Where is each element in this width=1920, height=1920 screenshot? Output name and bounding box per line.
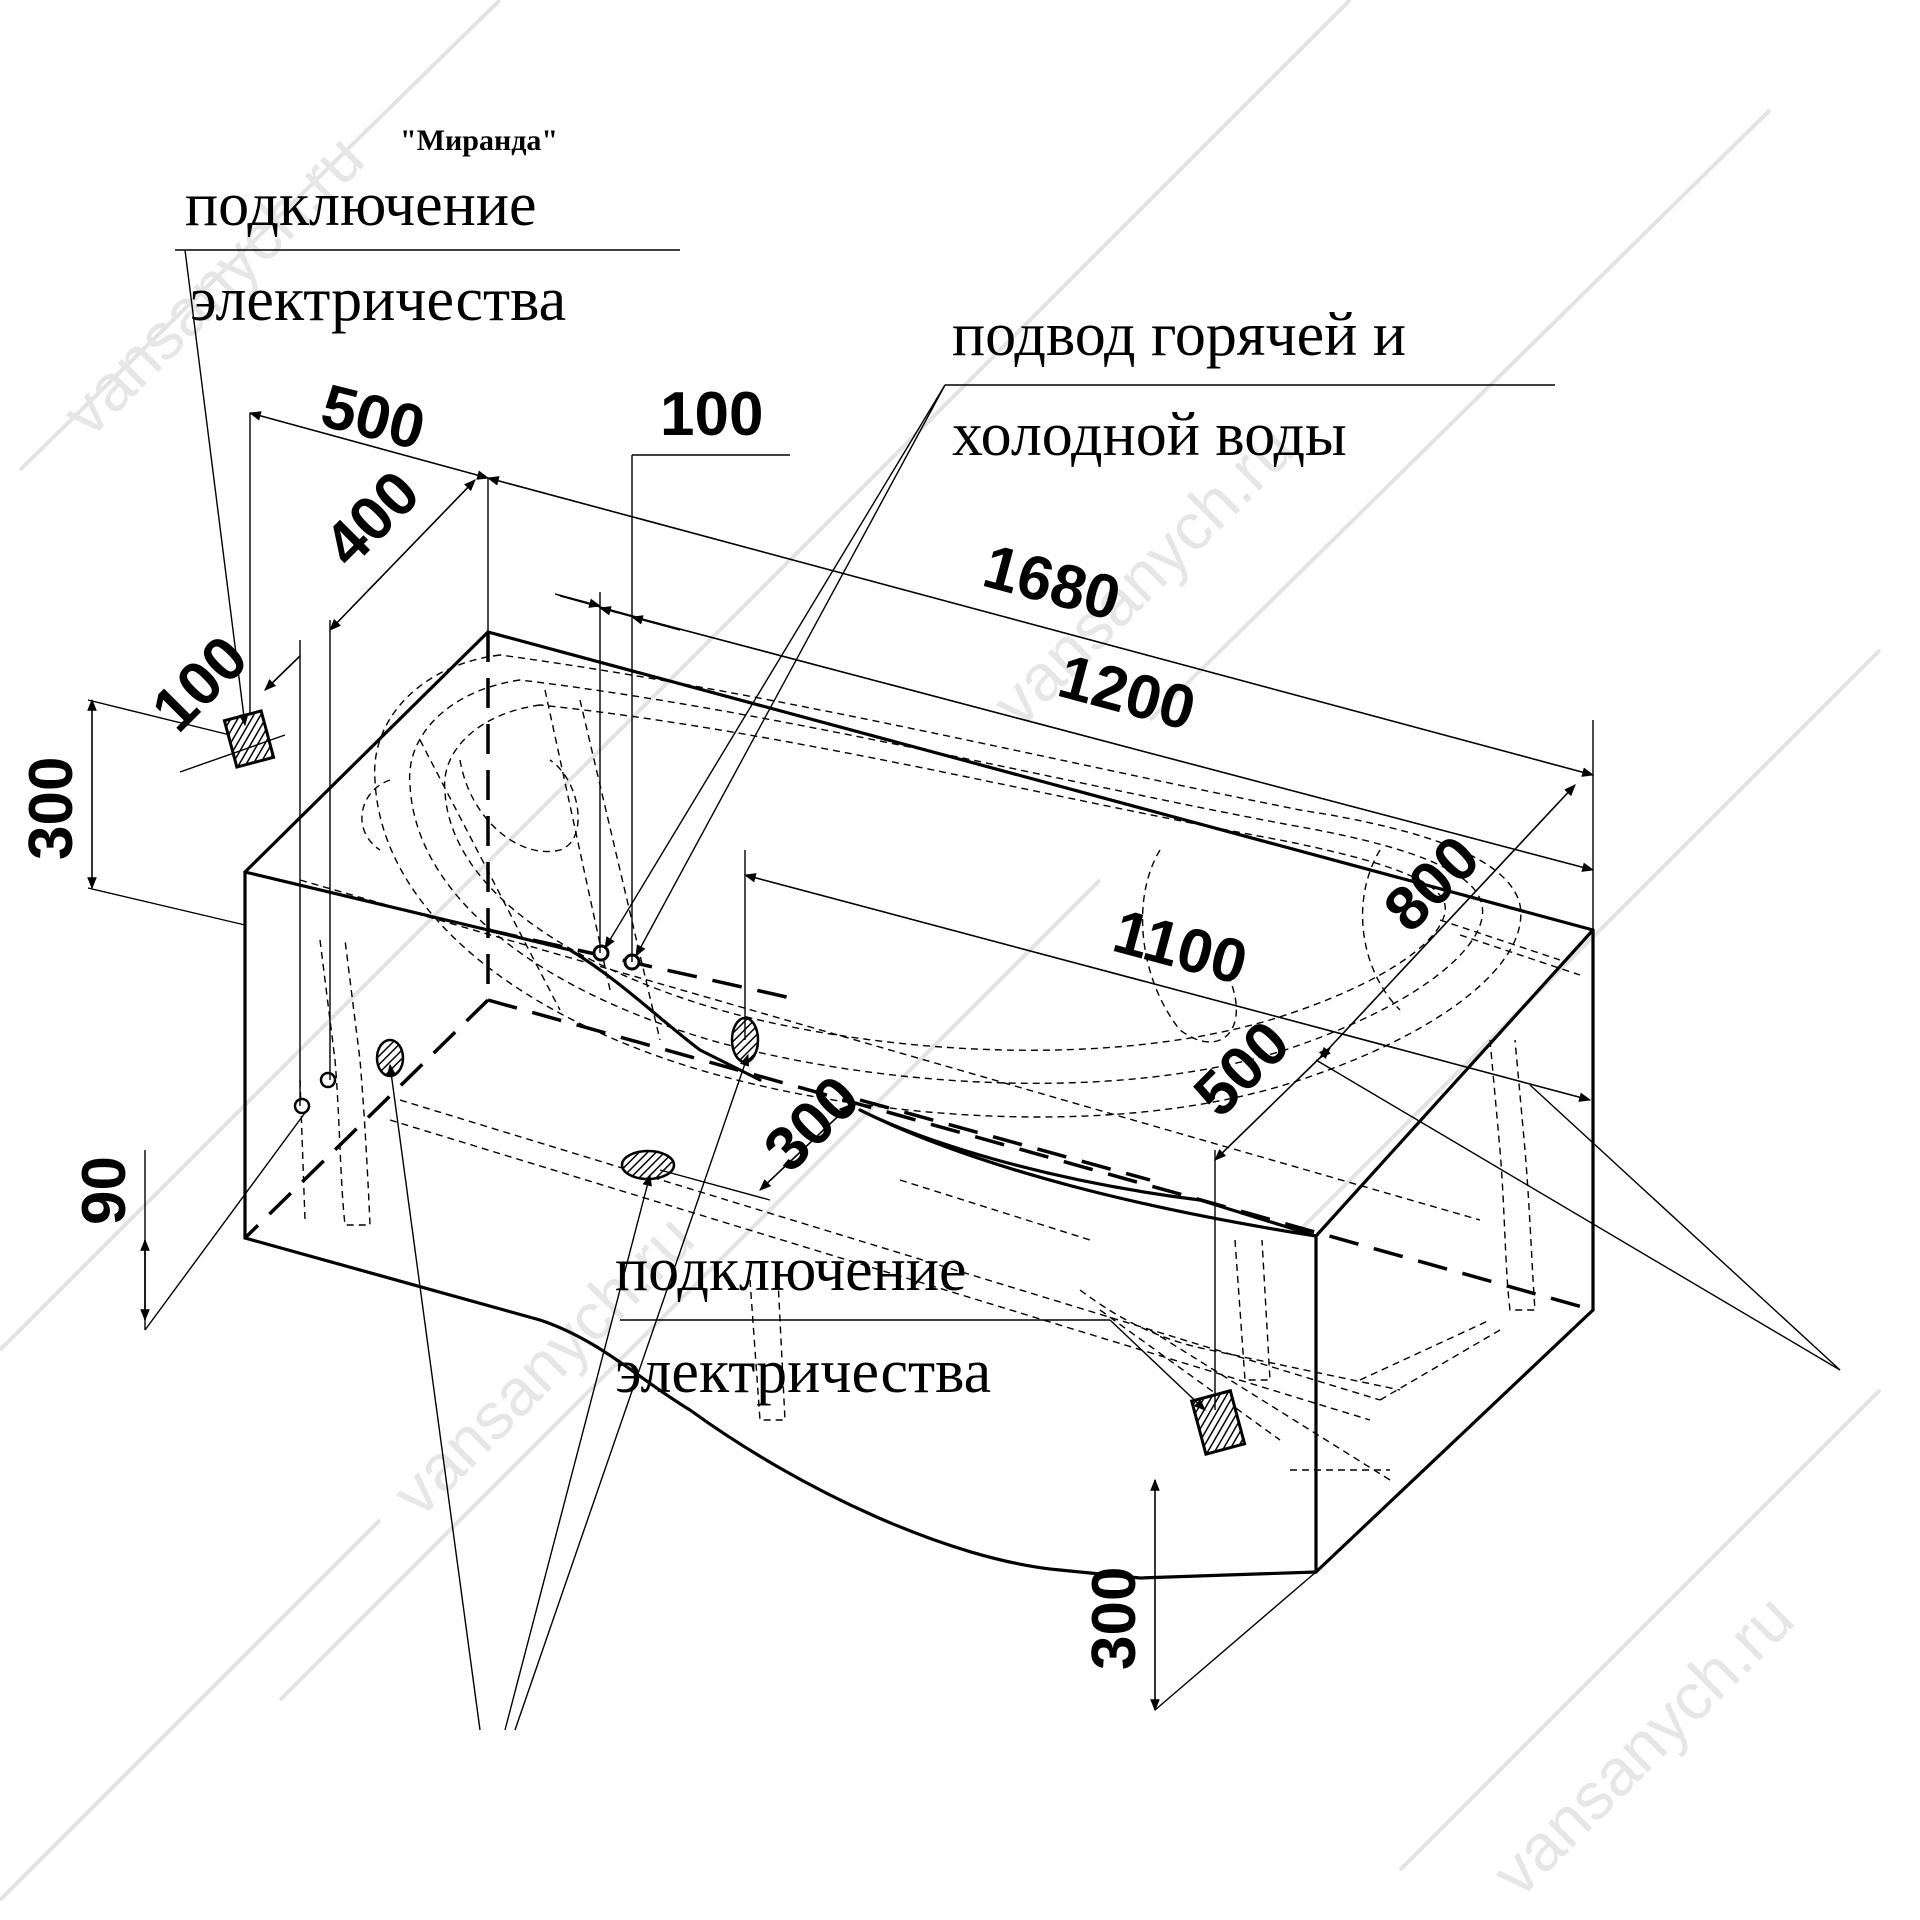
dim-90: 90 (70, 1156, 139, 1225)
dim-1200: 1200 (1051, 642, 1202, 744)
pipe-outlet-icon (293, 1097, 311, 1115)
watermark-text-group: vansanych.ru vansanych.ru vansanych.ru v… (48, 120, 1808, 1910)
label-electric-top-line2: электричества (190, 266, 566, 334)
dim-800: 800 (1371, 823, 1493, 945)
pipe-outlet-icon (319, 1071, 337, 1089)
drain-icon (375, 1038, 405, 1078)
dimension-lines (87, 249, 1841, 1731)
label-water-line1: подвод горячей и (952, 301, 1406, 369)
hot-water-inlet-icon (592, 944, 610, 962)
dim-300-bottom: 300 (1080, 1567, 1149, 1670)
electric-socket-icon (222, 709, 276, 769)
dim-400: 400 (311, 458, 433, 580)
label-electric-bottom-line2: электричества (615, 1338, 991, 1406)
label-electric-bottom-line1: подключение (615, 1236, 967, 1304)
drain-icon (620, 1149, 676, 1181)
electric-socket-icon (1189, 1388, 1247, 1457)
dim-500-top: 500 (315, 372, 432, 464)
label-water-line2: холодной воды (952, 401, 1347, 469)
dim-100-top: 100 (660, 380, 763, 449)
label-electric-top-line1: подключение (185, 171, 537, 239)
dim-500-right: 500 (1181, 1008, 1303, 1130)
dim-1100: 1100 (1106, 897, 1254, 998)
dim-300-left: 300 (17, 757, 86, 860)
dim-300-mid: 300 (751, 1063, 873, 1185)
model-title: "Миранда" (400, 124, 558, 157)
